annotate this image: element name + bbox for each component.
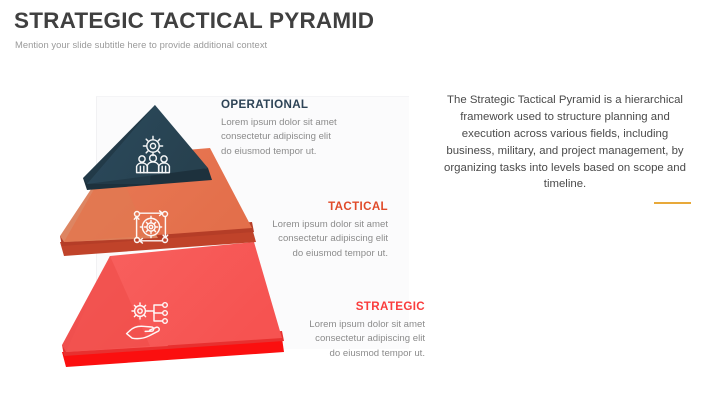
description-text: The Strategic Tactical Pyramid is a hier… [444,94,686,191]
tier-text-tactical: TACTICAL Lorem ipsum dolor sit amet cons… [228,201,388,261]
tier-text-operational: OPERATIONAL Lorem ipsum dolor sit amet c… [221,99,381,159]
tier-body-line: Lorem ipsum dolor sit amet [221,116,337,128]
tier-body-line: Lorem ipsum dolor sit amet [309,318,425,330]
tier-body-operational: Lorem ipsum dolor sit amet consectetur a… [221,116,381,160]
tier-body-line: consectetur adipiscing elit [221,131,331,143]
page-title: STRATEGIC TACTICAL PYRAMID [14,8,375,33]
pyramid-tier-operational [83,105,212,190]
tier-body-line: do eiusmod tempor ut. [329,347,425,359]
tier-body-strategic: Lorem ipsum dolor sit amet consectetur a… [265,318,425,362]
tier-body-line: consectetur adipiscing elit [278,233,388,245]
tier-label-operational: OPERATIONAL [221,98,309,111]
accent-divider [654,202,691,204]
tier-label-strategic: STRATEGIC [355,300,425,313]
tier-label-tactical: TACTICAL [328,200,388,213]
tier-body-tactical: Lorem ipsum dolor sit amet consectetur a… [228,218,388,262]
tier-body-line: consectetur adipiscing elit [315,333,425,345]
slide-header: STRATEGIC TACTICAL PYRAMID Mention your … [14,8,654,50]
description-block: The Strategic Tactical Pyramid is a hier… [438,92,692,193]
tier-body-line: do eiusmod tempor ut. [292,247,388,259]
tier-body-line: Lorem ipsum dolor sit amet [272,218,388,230]
tier-text-strategic: STRATEGIC Lorem ipsum dolor sit amet con… [265,301,425,361]
page-subtitle: Mention your slide subtitle here to prov… [15,39,268,51]
tier-body-line: do eiusmod tempor ut. [221,145,317,157]
